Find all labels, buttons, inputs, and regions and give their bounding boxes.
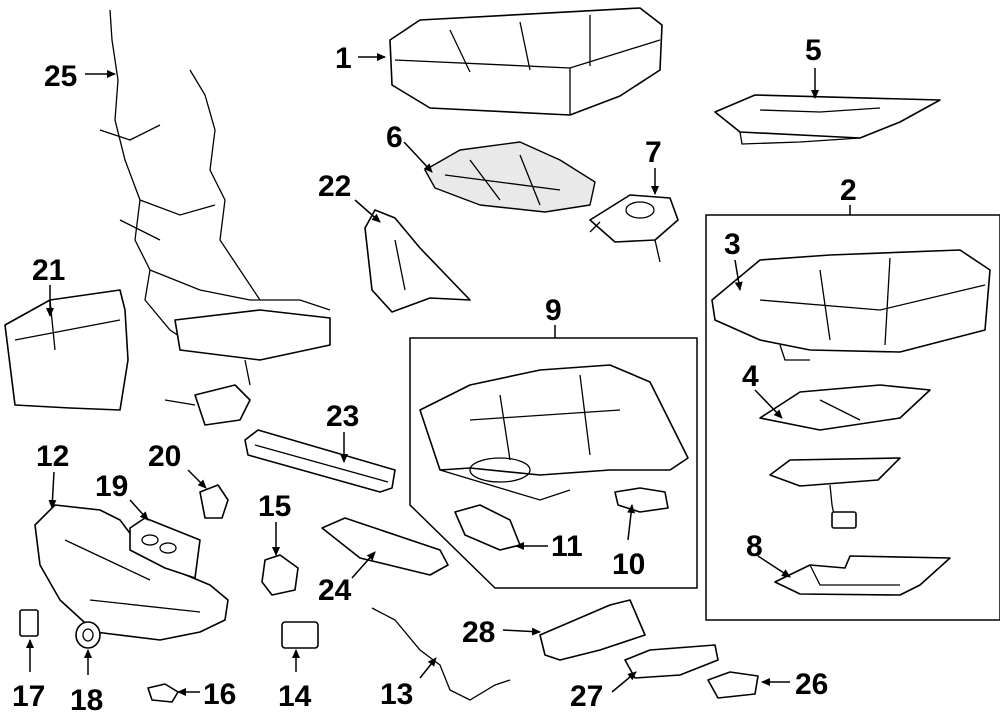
part-23-rail-cover — [244, 429, 396, 493]
callout-14: 14 — [278, 680, 312, 713]
callout-19: 19 — [95, 470, 128, 503]
part-10-motor — [614, 487, 669, 513]
callout-9: 9 — [545, 294, 562, 327]
part-seat-sensor-mat — [769, 457, 901, 529]
part-22-shield — [364, 209, 471, 313]
part-13-cable — [371, 607, 511, 701]
callout-20: 20 — [148, 440, 181, 473]
callout-12: 12 — [36, 440, 69, 473]
part-20-knob — [199, 484, 229, 519]
part-25-wiring-harness — [99, 9, 331, 426]
part-11-motor — [454, 504, 521, 551]
part-14-switch — [281, 621, 319, 649]
part-17-clip — [19, 609, 39, 637]
part-27-module — [624, 644, 719, 679]
part-3-cushion-frame — [711, 249, 991, 361]
callout-3: 3 — [724, 228, 741, 261]
callout-7: 7 — [645, 136, 662, 169]
part-24-trim — [321, 517, 449, 576]
callout-15: 15 — [258, 490, 291, 523]
callout-16: 16 — [203, 678, 236, 711]
part-4-pan — [759, 384, 931, 431]
part-1-cushion-cover — [389, 7, 663, 116]
part-5-pad — [714, 94, 941, 145]
part-28-bracket — [539, 599, 646, 661]
callout-26: 26 — [795, 668, 828, 701]
callout-numbers: 1 2 3 4 5 6 7 8 9 10 11 12 13 14 15 16 1… — [12, 34, 857, 717]
callout-5: 5 — [805, 34, 822, 67]
callout-24: 24 — [318, 574, 352, 607]
callout-23: 23 — [326, 400, 359, 433]
callout-1: 1 — [335, 42, 352, 75]
callout-27: 27 — [570, 680, 603, 713]
part-16-knob — [147, 683, 179, 703]
callout-22: 22 — [318, 170, 351, 203]
part-8-tray — [774, 555, 951, 596]
callout-21: 21 — [32, 254, 65, 287]
callout-4: 4 — [742, 360, 759, 393]
callout-18: 18 — [70, 684, 103, 717]
group-box-seat-cushion-frame — [705, 214, 1000, 621]
callout-25: 25 — [44, 60, 77, 93]
part-21-side-panel — [4, 289, 129, 411]
part-7-bracket — [589, 194, 679, 263]
part-9-adjuster — [419, 364, 689, 501]
group-box-seat-adjuster — [409, 337, 698, 589]
callout-11: 11 — [551, 530, 583, 563]
callout-28: 28 — [462, 616, 495, 649]
callout-17: 17 — [12, 680, 45, 713]
callout-6: 6 — [386, 121, 403, 154]
leader-lines — [26, 53, 851, 696]
part-6-frame — [424, 141, 596, 213]
callout-10: 10 — [612, 548, 645, 581]
part-26-connector — [707, 671, 759, 699]
callout-2: 2 — [840, 174, 857, 207]
part-12-side-shield — [34, 504, 229, 641]
callout-13: 13 — [380, 678, 413, 711]
callout-8: 8 — [746, 530, 763, 563]
part-15-switch — [261, 554, 299, 596]
part-18-ring — [75, 621, 101, 649]
